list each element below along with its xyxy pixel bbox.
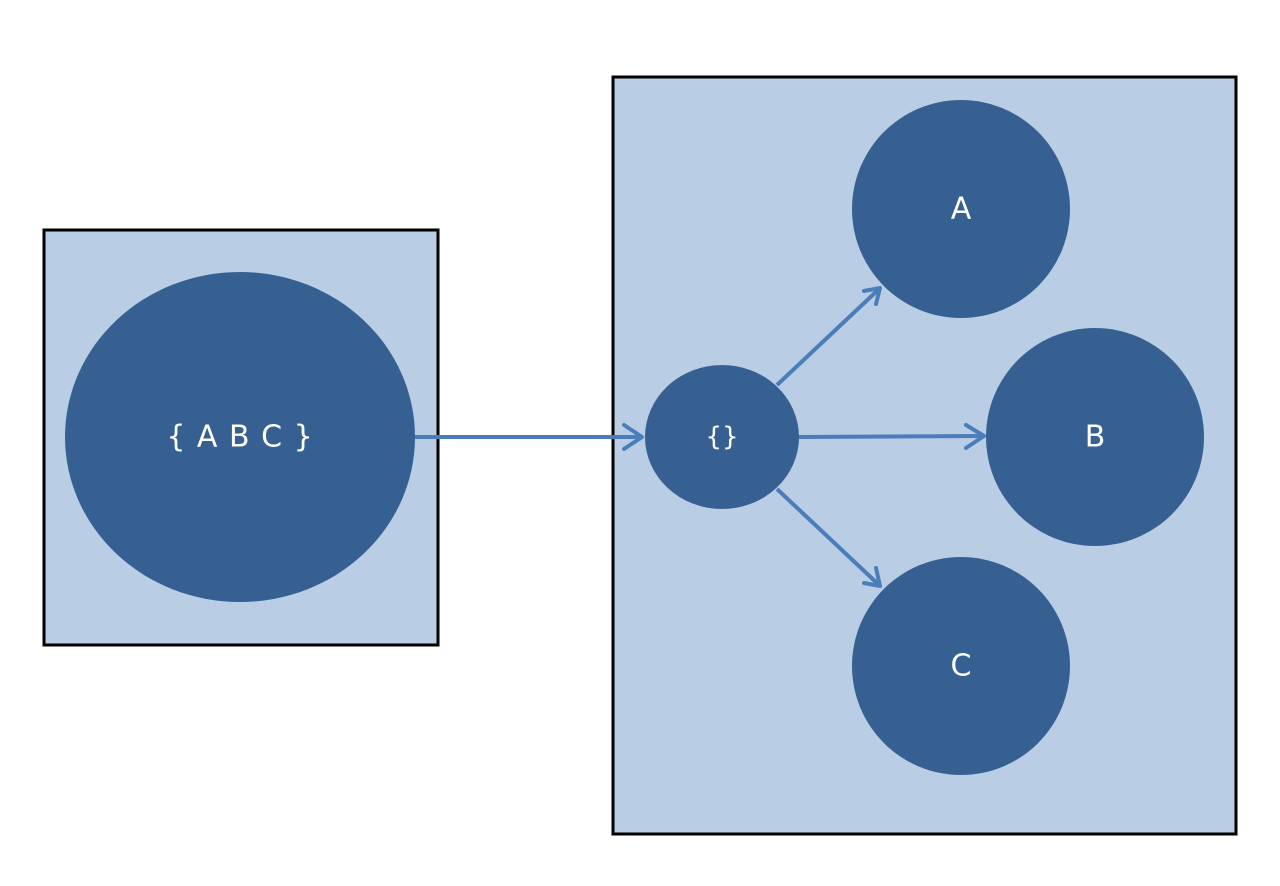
child-node-c (852, 557, 1070, 775)
arrow-to-a (775, 286, 882, 387)
child-label-a: A (951, 192, 972, 227)
child-node-b (986, 328, 1204, 546)
root-node (645, 365, 799, 509)
child-label-b: B (1085, 420, 1106, 455)
root-node-label: {} (705, 422, 738, 452)
child-label-c: C (951, 649, 972, 684)
source-set-label: { A B C } (166, 420, 313, 455)
transfer-arrow (415, 423, 644, 451)
arrow-to-c (775, 487, 882, 588)
child-node-a (852, 100, 1070, 318)
source-set-node (65, 272, 415, 602)
arrow-to-b (798, 423, 986, 450)
